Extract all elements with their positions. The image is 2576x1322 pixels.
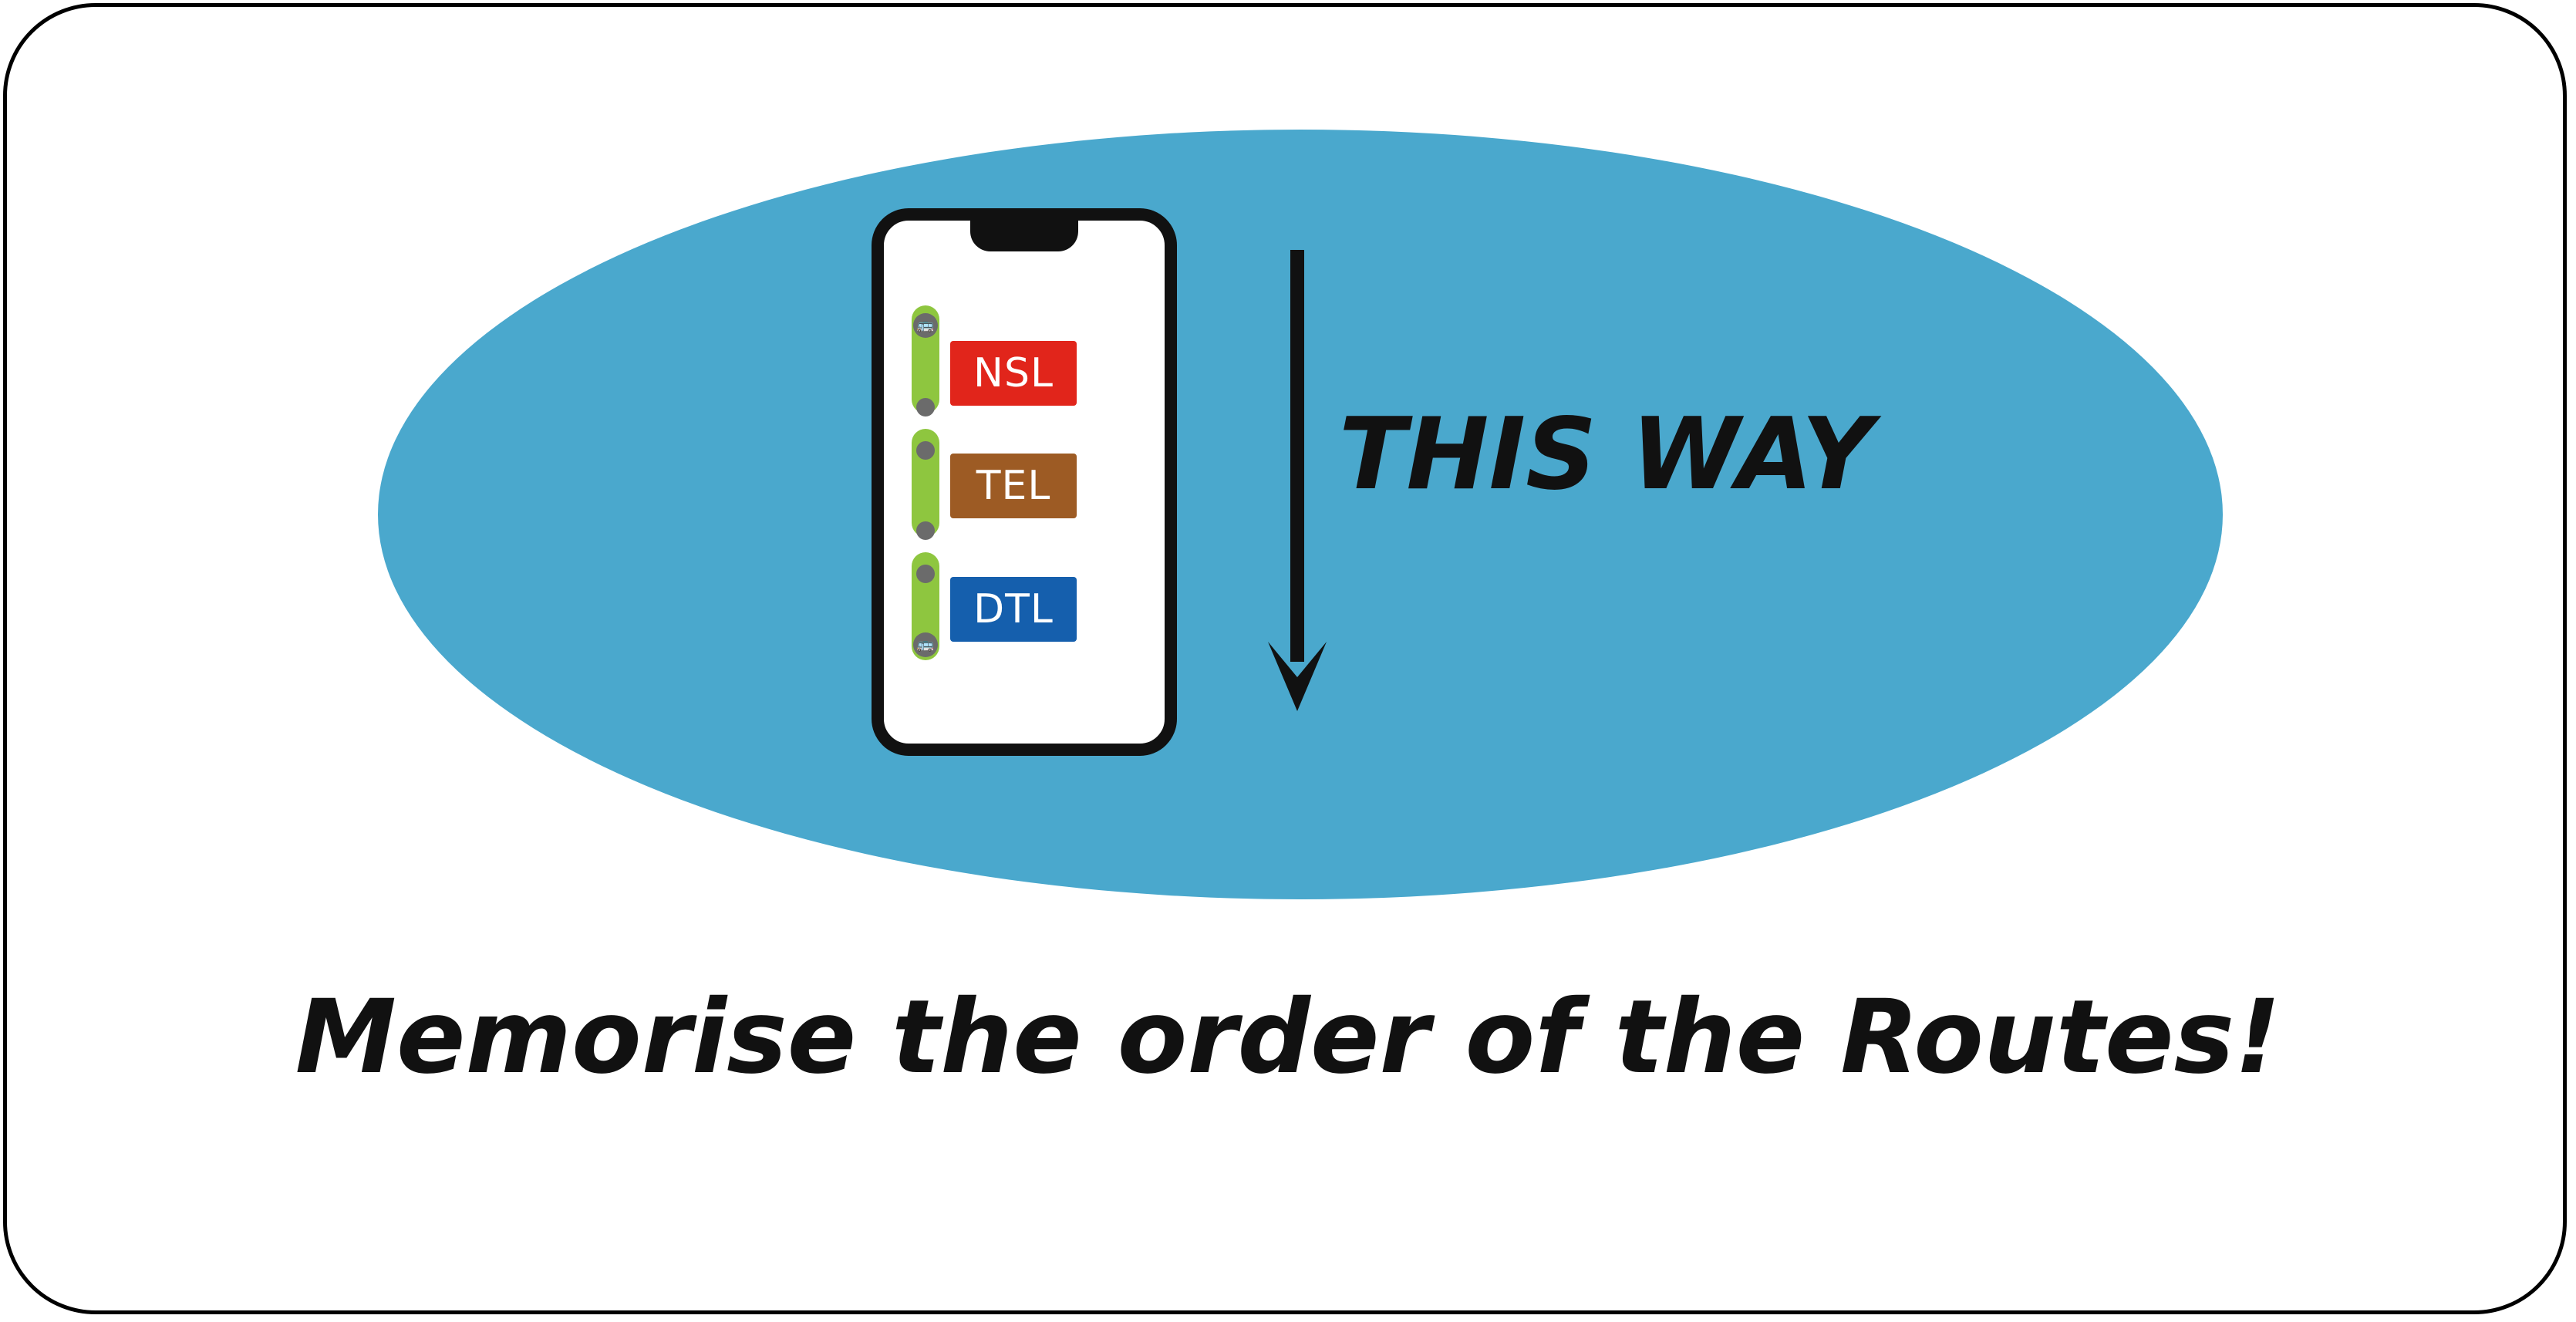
phone-illustration: 🚌 🚌 NSL TEL DTL	[872, 208, 1177, 756]
stop-dot	[916, 565, 935, 583]
stop-dot	[916, 521, 935, 540]
phone-notch	[970, 221, 1078, 251]
route-label-nsl: NSL	[950, 341, 1077, 406]
route-label-dtl: DTL	[950, 577, 1077, 642]
direction-text: THIS WAY	[1339, 397, 1873, 512]
bus-icon: 🚌	[913, 632, 938, 657]
stop-dot	[916, 398, 935, 416]
route-label-tel: TEL	[950, 454, 1077, 518]
stop-dot	[916, 441, 935, 460]
bus-icon: 🚌	[913, 313, 938, 338]
down-arrow-icon	[1268, 250, 1327, 711]
caption: Memorise the order of the Routes!	[295, 978, 2281, 1097]
